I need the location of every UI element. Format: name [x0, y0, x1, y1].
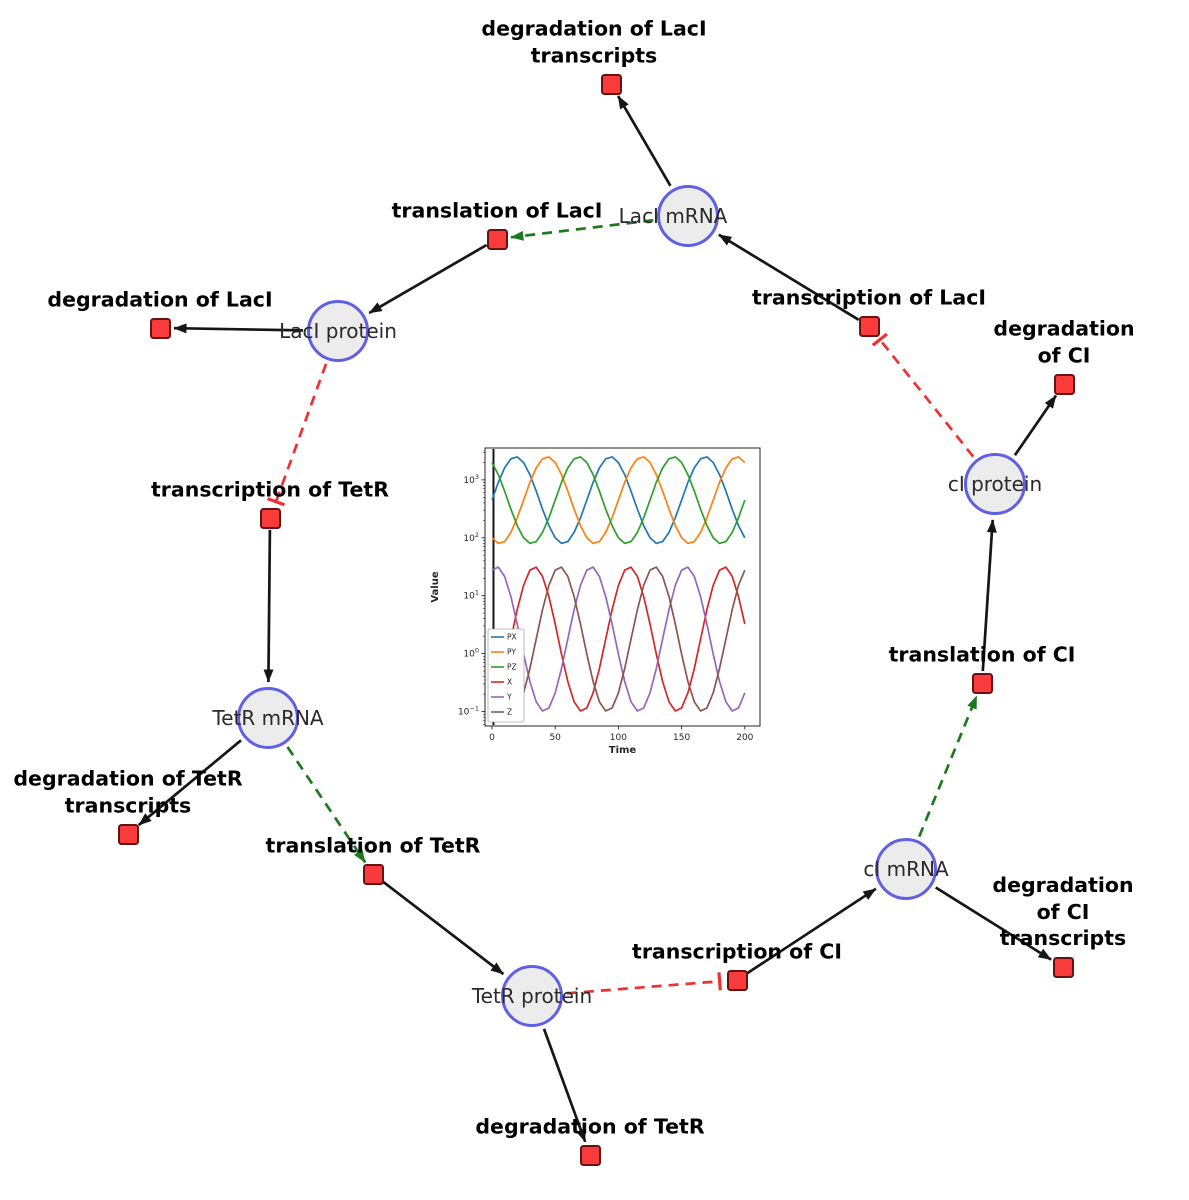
species-node-ci_mrna: [875, 838, 937, 900]
species-label-ci_protein: cI protein: [947, 472, 1043, 496]
edge-laci_protein-tx_tetr-inhibition: [266, 363, 328, 507]
series-line-Y: [491, 566, 746, 712]
reaction-label-deg_tetr_tx: degradation of TetR transcripts: [13, 766, 243, 818]
chart-xlabel: Time: [609, 745, 637, 756]
x-tick-label: 150: [673, 733, 690, 743]
species-label-tetr_mrna: TetR mRNA: [212, 706, 324, 730]
reaction-label-deg_ci_tx: degradation of CI transcripts: [992, 873, 1134, 951]
edges-group: [137, 95, 1058, 1143]
reaction-node-deg_laci_tx: [600, 73, 622, 95]
reaction-label-tl_laci: translation of LacI: [391, 198, 603, 223]
reaction-label-deg_laci_tx: degradation of LacI transcripts: [481, 16, 707, 68]
edge-ci_mrna-tl_ci-modifier: [917, 695, 978, 838]
legend-label-PY: PY: [507, 648, 516, 657]
edge-laci_mrna-tl_laci-modifier: [510, 218, 654, 241]
edge-tetr_protein-deg_tetr-consumption: [542, 1028, 587, 1143]
reaction-label-deg_tetr: degradation of TetR: [475, 1114, 705, 1139]
legend-label-Y: Y: [506, 693, 512, 702]
reaction-label-deg_laci: degradation of LacI: [47, 287, 273, 312]
reaction-node-tx_ci: [726, 969, 748, 991]
species-node-laci_mrna: [657, 185, 719, 247]
series-line-PZ: [491, 456, 746, 545]
reaction-label-tx_ci: transcription of CI: [632, 939, 842, 964]
legend-label-PX: PX: [507, 633, 517, 642]
reaction-node-deg_tetr: [579, 1144, 601, 1166]
reaction-label-tl_tetr: translation of TetR: [265, 833, 481, 858]
chart-legend: PX PY PZ XYZ: [487, 628, 525, 723]
reaction-node-deg_laci: [149, 317, 171, 339]
edge-tetr_mrna-tl_tetr-modifier: [286, 746, 367, 864]
series-line-PY: [491, 456, 746, 545]
y-tick-label: 102: [463, 531, 479, 544]
y-tick-label: 103: [463, 473, 479, 486]
edge-tl_ci-ci_protein-production: [981, 519, 997, 672]
reaction-node-tx_laci: [858, 315, 880, 337]
edge-tetr_protein-tx_ci-inhibition: [566, 972, 722, 995]
series-line-PX: [491, 456, 746, 545]
x-axis: 0 50 100 150 200: [489, 726, 754, 743]
species-node-laci_protein: [307, 300, 369, 362]
edge-tetr_mrna-deg_tetr_tx-consumption: [137, 739, 242, 827]
reaction-node-tl_laci: [486, 228, 508, 250]
edge-laci_mrna-deg_laci_tx-consumption: [616, 95, 672, 187]
reaction-node-deg_tetr_tx: [117, 823, 139, 845]
x-tick-label: 0: [489, 733, 495, 743]
series-line-Z: [491, 566, 746, 712]
x-tick-label: 100: [610, 733, 627, 743]
edge-tx_laci-laci_mrna-production: [718, 233, 860, 321]
edge-ci_protein-deg_ci-consumption: [1013, 394, 1058, 456]
y-axis: 103 102 101 100 10−1: [458, 451, 485, 725]
species-label-ci_mrna: cI mRNA: [863, 857, 949, 881]
species-node-tetr_protein: [501, 965, 563, 1027]
reaction-label-tl_ci: translation of CI: [888, 642, 1076, 667]
reaction-label-tx_laci: transcription of LacI: [752, 285, 986, 310]
edge-tx_tetr-tetr_mrna-production: [263, 529, 274, 683]
chart-frame: [484, 447, 761, 727]
x-tick-label: 50: [549, 733, 561, 743]
y-tick-label: 100: [463, 647, 479, 660]
reaction-node-deg_ci: [1053, 373, 1075, 395]
species-label-laci_protein: LacI protein: [279, 319, 397, 343]
legend-label-PZ: PZ: [507, 663, 517, 672]
species-node-ci_protein: [964, 453, 1026, 515]
species-label-tetr_protein: TetR protein: [471, 984, 593, 1008]
reaction-label-tx_tetr: transcription of TetR: [150, 477, 390, 502]
species-label-laci_mrna: LacI mRNA: [618, 204, 728, 228]
edge-tx_ci-ci_mrna-production: [746, 887, 877, 975]
edge-ci_mrna-deg_ci_tx-consumption: [934, 886, 1052, 961]
x-tick-label: 200: [736, 733, 753, 743]
reaction-node-tx_tetr: [259, 507, 281, 529]
reaction-node-tl_tetr: [362, 863, 384, 885]
legend-label-X: X: [507, 678, 512, 687]
y-tick-label: 101: [463, 589, 479, 602]
y-tick-label: 10−1: [458, 705, 479, 718]
series-line-X: [491, 566, 746, 712]
edge-tl_tetr-tetr_protein-production: [381, 880, 505, 976]
edge-ci_protein-tx_laci-inhibition: [871, 332, 975, 458]
legend-label-Z: Z: [507, 708, 512, 717]
species-node-tetr_mrna: [237, 687, 299, 749]
chart-ylabel: Value: [430, 571, 441, 602]
reaction-node-tl_ci: [971, 672, 993, 694]
edge-laci_protein-deg_laci-consumption: [173, 323, 304, 334]
reaction-node-deg_ci_tx: [1052, 956, 1074, 978]
reaction-label-deg_ci: degradation of CI: [993, 316, 1135, 368]
edge-tl_laci-laci_protein-production: [368, 243, 488, 315]
